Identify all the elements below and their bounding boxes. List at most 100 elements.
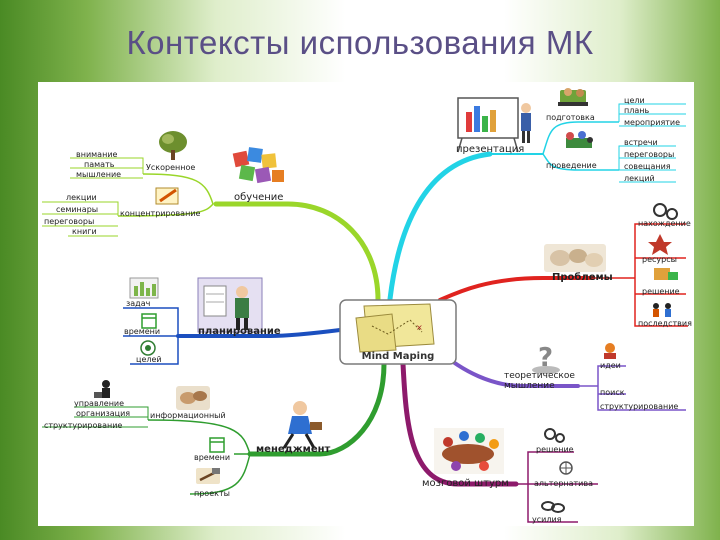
theory-item: структурирование [600,402,678,411]
problems-branch-line [438,276,595,302]
concentr-item: лекции [66,193,97,202]
planning-branch-line [176,328,342,338]
chain-icon [541,501,565,513]
presentation-prep-line [542,121,619,155]
planning-label: планирование [198,326,281,337]
prep-item: цели [624,96,645,105]
learning-concentr-line [117,203,214,217]
brainstorm-branch-line [400,361,519,487]
management-item: времени [194,453,230,462]
idea-person-icon [604,343,616,359]
management-item: проекты [194,489,230,498]
management-label: менеджмент [256,444,331,455]
presentation-branch-line [387,151,493,302]
concentr-item: переговоры [44,217,94,226]
conduct-item: переговоры [624,150,674,159]
prep-item: плань [624,106,649,115]
learning-label: обучение [234,192,283,203]
svg-text:×: × [416,323,423,332]
accel-item: памать [84,160,115,169]
pencil-writing-icon [155,187,179,205]
info-item: структурирование [44,421,122,430]
prep-item: мероприятие [624,118,680,127]
meeting-icon [558,88,588,106]
conduct-label: проведение [546,161,597,170]
conference-icon [566,131,593,148]
compass-icon [559,461,573,475]
manager-running-icon [282,401,322,449]
concentr-label: концентрирование [120,209,201,218]
problems-hands-icon [544,244,606,272]
learning-branch-line [213,201,381,303]
star-burst-icon [648,234,672,255]
planning-items-bracket [123,307,179,365]
info-items-bracket [42,406,149,428]
management-info-line [147,419,251,455]
theory-items-bracket [597,365,686,411]
problems-item: нахождение [638,219,691,228]
puzzle-icon [654,268,678,280]
slide-title: Контексты использования МК [126,24,594,61]
question-mark-icon: ? [532,343,560,374]
treasure-map-icon: × [355,303,435,353]
center-label: Mind Maping [362,351,435,362]
problems-item: решение [642,287,680,296]
hands-icon [176,386,210,410]
svg-text:?: ? [538,343,553,373]
problems-item: последствия [638,319,692,328]
brainstorm-team-icon [434,428,504,474]
theory-item: поиск [600,388,625,397]
info-item: организация [76,409,130,418]
planning-figure-icon [197,277,263,333]
conduct-item: совещания [624,162,671,171]
theory-label-line2: мышление [504,381,555,391]
hammer-icon [196,468,220,484]
presentation-board-icon [457,97,531,153]
brain-tree-icon [159,131,187,160]
presentation-label: презентация [456,144,524,155]
management-items-line [189,453,251,495]
theory-item: идеи [600,361,621,370]
gears-icon [544,428,565,443]
center-node: × Mind Maping [339,299,457,365]
planning-item: целей [136,355,162,364]
prep-items-bracket [618,103,686,127]
accel-item: внимание [76,150,118,159]
learning-accel-line [142,173,214,205]
calendar-icon [141,313,157,329]
info-label: информационный [150,411,226,420]
presentation-conduct-line [542,153,619,171]
learning-cubes-icon [232,147,284,184]
brainstorm-label: мозговой штурм [422,478,509,489]
concentr-items-bracket [42,201,119,237]
accel-items-bracket [70,157,144,179]
conduct-item: встречи [624,138,658,147]
accel-label: Ускоренное [146,163,195,172]
calendar-icon [209,437,225,453]
mind-map-canvas: × Mind Maping презентация подготовка цел… [38,82,694,526]
conduct-items-bracket [618,145,676,183]
brainstorm-items-bracket [527,451,598,523]
problems-label: Проблемы [552,271,613,283]
prep-label: подготовка [546,113,595,122]
management-branch-line [247,361,387,457]
figures-icon [653,303,671,317]
info-item: управление [74,399,124,408]
conduct-item: лекций [624,174,655,183]
worker-icon [94,380,110,398]
problems-item: ресурсы [642,255,677,264]
accel-item: мышление [76,170,121,179]
planning-item: времени [124,327,160,336]
concentr-item: семинары [56,205,98,214]
concentr-item: книги [72,227,97,236]
planning-item: задач [126,299,150,308]
problems-items-bracket [634,223,688,327]
brainstorm-item: решение [536,445,574,454]
task-chart-icon [129,277,159,299]
brainstorm-item: усилия [532,515,562,524]
gears-icon [653,203,678,220]
mind-map: × Mind Maping презентация подготовка цел… [42,88,692,524]
theory-label-line1: теоретическое [504,371,575,381]
target-icon [140,340,156,356]
brainstorm-item: альтернатива [534,479,593,488]
